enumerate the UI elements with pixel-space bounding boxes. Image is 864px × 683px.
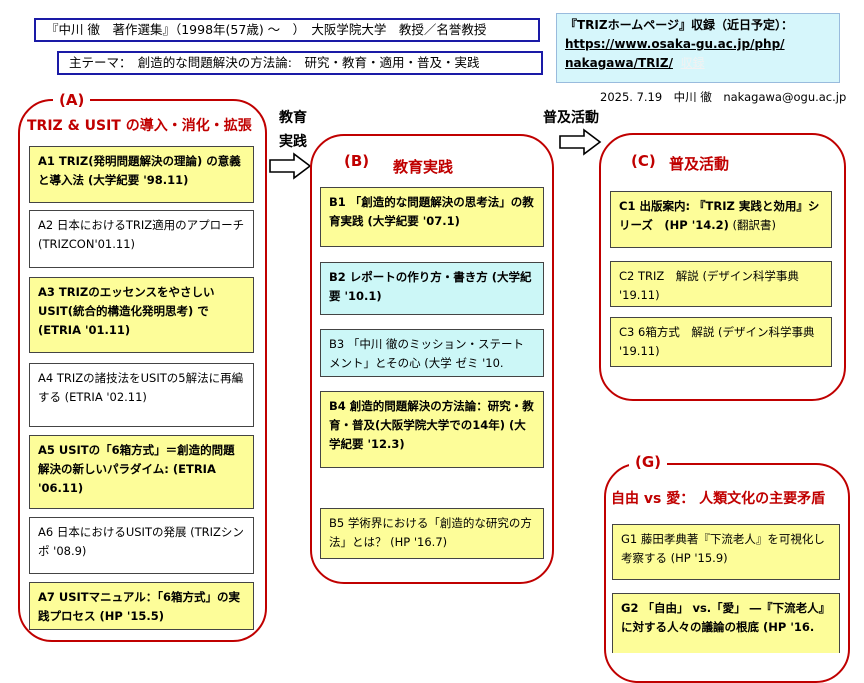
- date-line: 2025. 7.19 中川 徹 nakagawa@ogu.ac.jp: [600, 90, 847, 104]
- section-b-label: (B): [338, 152, 376, 170]
- card-a1[interactable]: A1 TRIZ(発明問題解決の理論) の意義と導入法 (大学紀要 '98.11): [29, 146, 254, 203]
- card-b5[interactable]: B5 学術界における「創造的な研究の方法」とは？ (HP '16.7): [320, 508, 544, 559]
- section-a-frame: [18, 99, 267, 642]
- homepage-link-1[interactable]: https://www.osaka-gu.ac.jp/php/: [565, 37, 785, 51]
- section-b-frame: [310, 134, 554, 584]
- card-g1[interactable]: G1 藤田孝典著『下流老人』を可視化し考察する (HP '15.9): [612, 524, 840, 580]
- card-c1[interactable]: C1 出版案内: 『TRIZ 実践と効用』シリーズ (HP '14.2) (翻訳…: [610, 191, 832, 248]
- section-a-label: (A): [53, 91, 91, 109]
- education-label-2: 実践: [279, 134, 307, 150]
- card-a2[interactable]: A2 日本におけるTRIZ適用のアプローチ (TRIZCON'01.11): [29, 210, 254, 268]
- card-c2[interactable]: C2 TRIZ 解説 (デザイン科学事典 '19.11): [610, 261, 832, 307]
- section-g-title: 自由 vs 愛： 人類文化の主要矛盾: [611, 491, 826, 507]
- homepage-line: 『TRIZホームページ』収録（近日予定）：: [565, 18, 793, 32]
- homepage-tag: 収録: [680, 56, 705, 70]
- arrow-right-icon-bc: [559, 128, 602, 156]
- section-a-title: TRIZ & USIT の導入・消化・拡張: [27, 118, 252, 134]
- card-a3[interactable]: A3 TRIZのエッセンスをやさしいUSIT(統合的構造化発明思考) で (ET…: [29, 277, 254, 353]
- card-b2[interactable]: B2 レポートの作り方・書き方 (大学紀要 '10.1): [320, 262, 544, 315]
- card-g2[interactable]: G2 「自由」 vs.「愛」 ―『下流老人』に対する人々の議論の根底 (HP '…: [612, 593, 840, 653]
- section-b-title: 教育実践: [393, 158, 454, 176]
- card-c1-text: C1 出版案内: 『TRIZ 実践と効用』シリーズ (HP '14.2): [619, 199, 820, 232]
- card-a6[interactable]: A6 日本におけるUSITの発展 (TRIZシンポ '08.9): [29, 517, 254, 574]
- education-label-1: 教育: [279, 110, 307, 126]
- card-a7[interactable]: A7 USITマニュアル：「6箱方式」の実践プロセス (HP '15.5): [29, 582, 254, 630]
- arrow-right-icon-ab: [269, 152, 312, 180]
- card-b3[interactable]: B3 「中川 徹のミッション・ステートメント」とその心 (大学 ゼミ '10.: [320, 329, 544, 377]
- card-a4[interactable]: A4 TRIZの諸技法をUSITの5解法に再編する (ETRIA '02.11): [29, 363, 254, 427]
- card-c3[interactable]: C3 6箱方式 解説 (デザイン科学事典 '19.11): [610, 317, 832, 367]
- card-b1[interactable]: B1 「創造的な問題解決の思考法」の教育実践 (大学紀要 '07.1): [320, 187, 544, 247]
- card-a5[interactable]: A5 USITの「6箱方式」＝創造的問題解決の新しいパラダイム: (ETRIA …: [29, 435, 254, 509]
- spread-label: 普及活動: [543, 110, 599, 126]
- card-c1-note: (翻訳書): [732, 218, 777, 232]
- homepage-info: 『TRIZホームページ』収録（近日予定）： https://www.osaka-…: [556, 13, 840, 83]
- card-b4[interactable]: B4 創造的問題解決の方法論：研究・教育・普及(大阪学院大学での14年) (大学…: [320, 391, 544, 468]
- section-c-title: 普及活動: [669, 155, 730, 173]
- section-g-label: (G): [629, 453, 668, 471]
- homepage-link-2[interactable]: nakagawa/TRIZ/: [565, 56, 673, 70]
- section-c-label: (C): [625, 152, 662, 170]
- header-theme: 主テーマ： 創造的な問題解決の方法論: 研究・教育・適用・普及・実践: [57, 51, 543, 75]
- section-c-frame: [599, 133, 846, 401]
- header-title: 『中川 徹 著作選集』（1998年(57歳) ～ ） 大阪学院大学 教授／名誉教…: [34, 18, 540, 42]
